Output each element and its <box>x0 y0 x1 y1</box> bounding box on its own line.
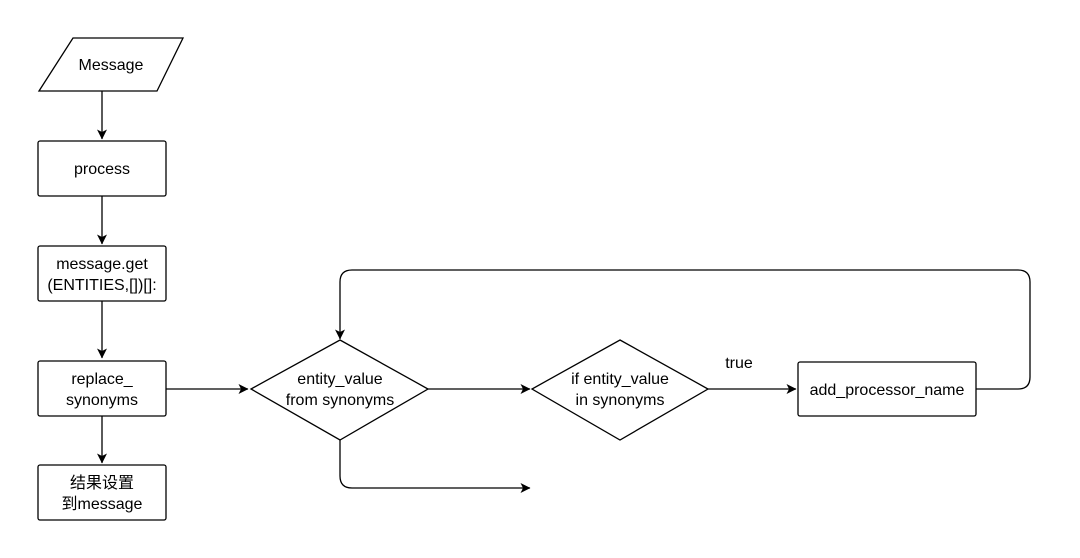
node-process-label: process <box>74 161 130 178</box>
node-replace-synonyms[interactable]: replace_ synonyms <box>37 360 167 417</box>
message-get-rect <box>37 245 167 302</box>
node-entity-value-label-line1: entity_value <box>297 371 382 388</box>
node-result-label-line1: 结果设置 <box>70 474 134 492</box>
node-if-entity-value[interactable]: if entity_value in synonyms <box>530 339 710 441</box>
edge-entity-exit <box>339 440 531 493</box>
node-add-processor-name-label: add_processor_name <box>810 382 965 399</box>
node-message[interactable]: Message <box>37 37 185 92</box>
node-message-get[interactable]: message.get (ENTITIES,[])[]: <box>37 245 167 302</box>
node-message-get-label-line2: (ENTITIES,[])[]: <box>47 277 156 294</box>
node-result-label-line2: 到message <box>62 495 143 513</box>
node-process[interactable]: process <box>37 140 167 197</box>
node-message-label: Message <box>79 57 144 74</box>
node-if-entity-value-label-line1: if entity_value <box>571 371 669 388</box>
entity-value-diamond <box>249 339 430 441</box>
edge-add-loop-back <box>335 269 1031 390</box>
replace-synonyms-rect <box>37 360 167 417</box>
node-add-processor-name[interactable]: add_processor_name <box>797 361 977 417</box>
node-replace-synonyms-label-line2: synonyms <box>66 392 138 409</box>
node-entity-value-label-line2: from synonyms <box>286 392 394 409</box>
message-parallelogram <box>37 37 185 92</box>
node-if-entity-value-label-line2: in synonyms <box>576 392 665 409</box>
add-processor-name-rect <box>797 361 977 417</box>
node-replace-synonyms-label-line1: replace_ <box>71 371 133 388</box>
if-entity-value-diamond <box>530 339 710 441</box>
node-message-get-label-line1: message.get <box>56 256 148 273</box>
node-result[interactable]: 结果设置 到message <box>37 464 167 521</box>
edge-label-true: true <box>725 355 753 372</box>
result-rect <box>37 464 167 521</box>
node-entity-value[interactable]: entity_value from synonyms <box>249 339 430 441</box>
process-rect <box>37 140 167 197</box>
